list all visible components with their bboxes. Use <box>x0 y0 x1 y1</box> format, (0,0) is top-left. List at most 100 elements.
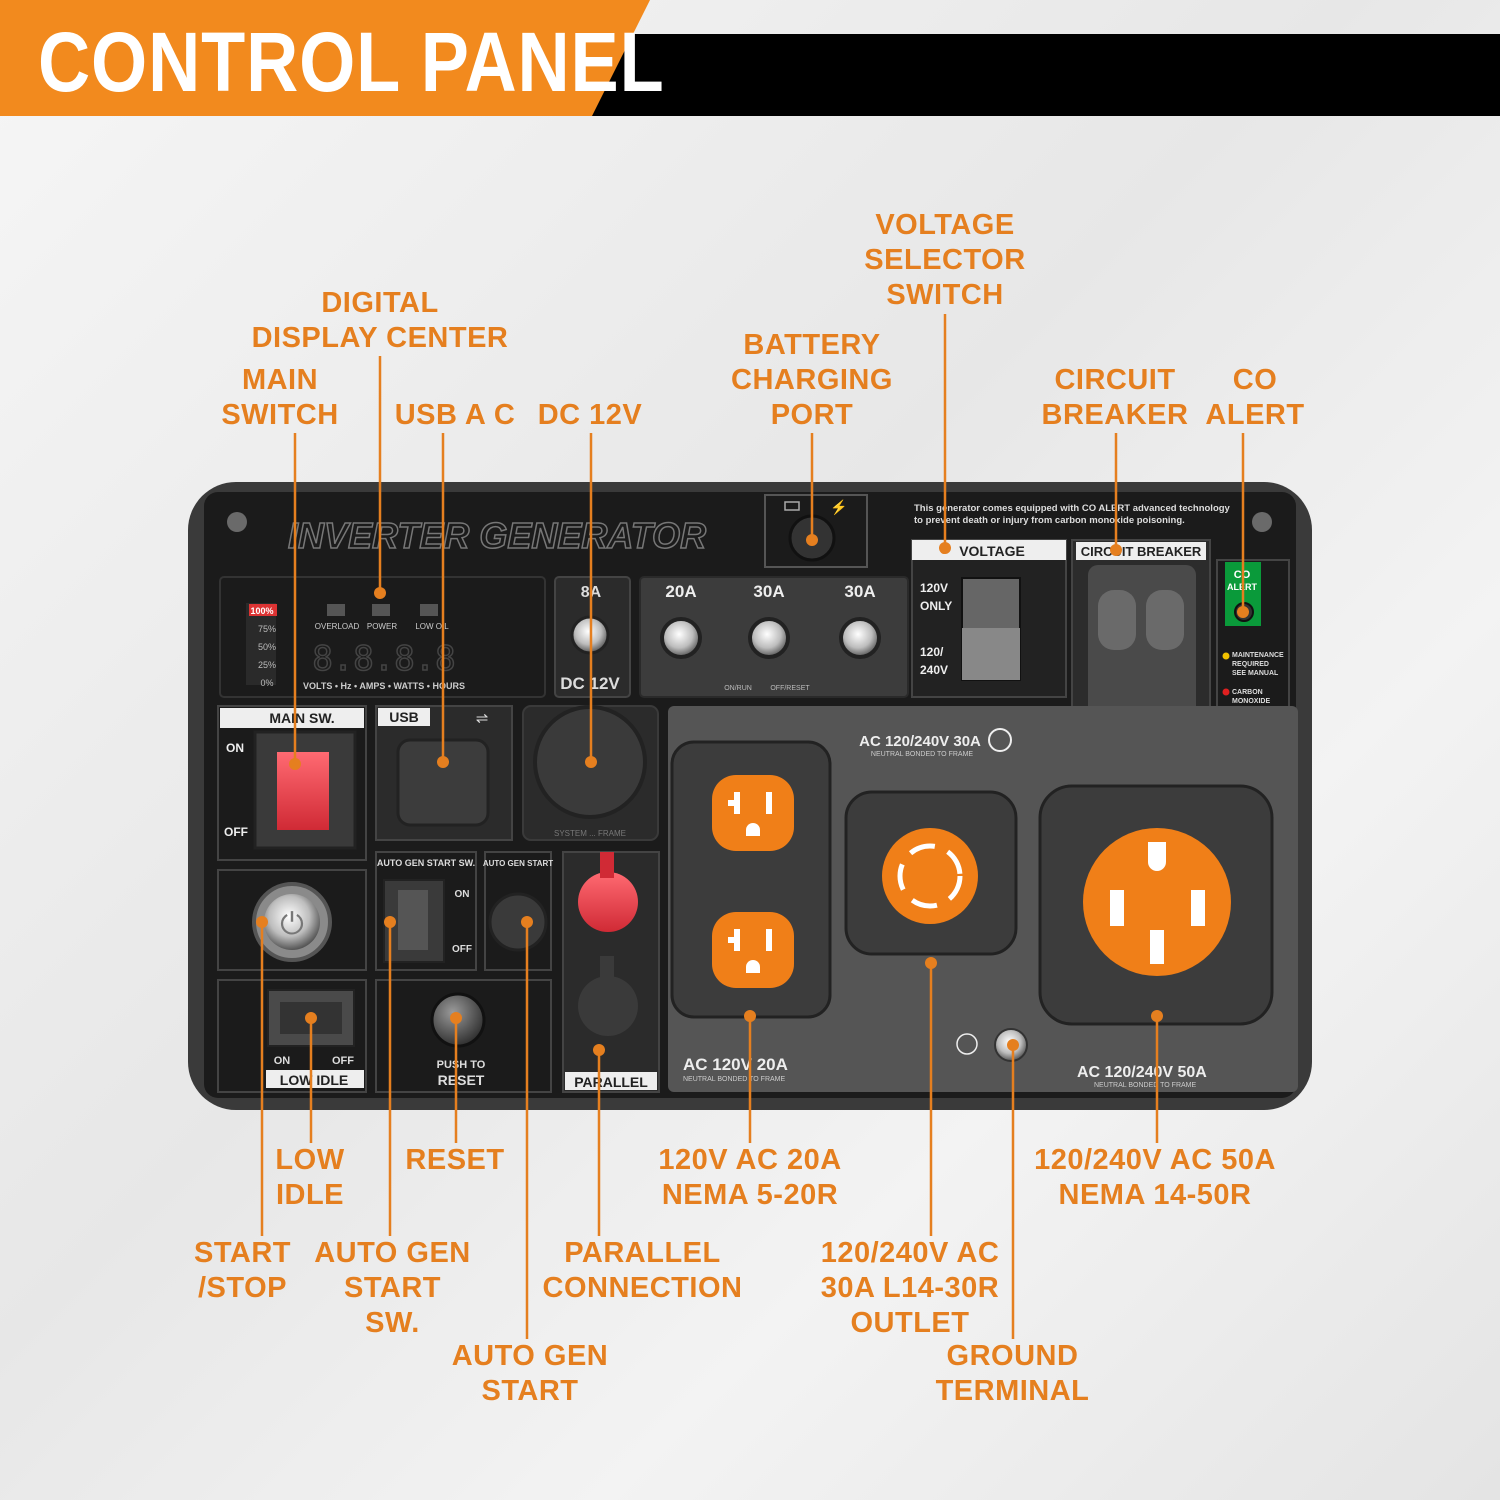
svg-text:AC 120V 20A: AC 120V 20A <box>683 1055 788 1074</box>
svg-text:20A: 20A <box>665 582 696 601</box>
svg-text:50%: 50% <box>258 642 276 652</box>
svg-text:+: + <box>1108 709 1117 726</box>
svg-text:SYSTEM ... FRAME: SYSTEM ... FRAME <box>554 829 626 838</box>
svg-text:⚡: ⚡ <box>830 499 847 516</box>
svg-text:240V: 240V <box>920 663 948 677</box>
low-idle-box <box>217 979 367 1093</box>
svg-text:NEUTRAL BONDED TO FRAME: NEUTRAL BONDED TO FRAME <box>871 751 973 758</box>
svg-text:AC 120/240V 50A: AC 120/240V 50A <box>1077 1064 1207 1081</box>
svg-text:+: + <box>1170 709 1179 726</box>
header-banner-black <box>560 34 1500 116</box>
svg-text:This generator comes equipped: This generator comes equipped with CO AL… <box>914 503 1231 514</box>
svg-text:REQUIRED: REQUIRED <box>1232 661 1269 668</box>
svg-text:MONOXIDE: MONOXIDE <box>1232 698 1270 705</box>
panel-frame <box>188 482 1312 1110</box>
svg-text:ON: ON <box>274 1055 291 1067</box>
svg-text:0%: 0% <box>260 678 273 688</box>
svg-text:120/: 120/ <box>920 645 944 659</box>
main-switch-rocker <box>277 752 329 830</box>
page-title: CONTROL PANEL <box>38 15 665 109</box>
low-idle-switch <box>280 1002 342 1034</box>
svg-text:OFF/RESET: OFF/RESET <box>770 685 810 692</box>
digital-display <box>219 576 546 698</box>
svg-text:LOW OIL: LOW OIL <box>415 622 449 631</box>
label-start-stop: START/STOP <box>193 1237 291 1304</box>
svg-text:120V: 120V <box>920 581 948 595</box>
svg-text:8A: 8A <box>581 584 602 601</box>
outlet-area <box>668 706 1298 1092</box>
svg-text:OFF: OFF <box>224 825 248 839</box>
battery-charging-port <box>788 514 836 562</box>
svg-text:OFF: OFF <box>452 944 472 955</box>
svg-text:ALERT: ALERT <box>1227 582 1257 592</box>
co-alert-light <box>1234 602 1254 622</box>
svg-text:75%: 75% <box>258 624 276 634</box>
label-dc-12v: DC 12V <box>537 399 643 431</box>
svg-text:100%: 100% <box>250 606 273 616</box>
dc-breaker-button <box>570 615 610 655</box>
svg-text:POWER: POWER <box>367 622 397 631</box>
auto-gen-start-port <box>488 892 548 952</box>
svg-text:VOLTS • Hz • AMPS • WATTS • HO: VOLTS • Hz • AMPS • WATTS • HOURS <box>303 681 465 691</box>
svg-text:NEUTRAL BONDED TO FRAME: NEUTRAL BONDED TO FRAME <box>683 1076 785 1083</box>
svg-text:OVERLOAD: OVERLOAD <box>315 622 360 631</box>
reset-button <box>430 992 486 1048</box>
svg-text:CO: CO <box>1234 569 1251 581</box>
svg-text:30A: 30A <box>753 582 784 601</box>
outlet-50a <box>1038 784 1274 1026</box>
svg-text:RESET: RESET <box>438 1072 485 1088</box>
svg-text:MAIN SW.: MAIN SW. <box>269 710 334 726</box>
svg-text:LOW IDLE: LOW IDLE <box>280 1072 348 1088</box>
auto-gen-start-switch <box>398 890 428 950</box>
svg-text:CARBON: CARBON <box>1232 689 1263 696</box>
outlet-30a <box>844 790 1018 956</box>
svg-text:⇌: ⇌ <box>476 710 489 727</box>
svg-text:PARALLEL: PARALLEL <box>574 1074 648 1090</box>
dc-12v-socket <box>533 705 647 819</box>
svg-text:⏻: ⏻ <box>280 908 304 941</box>
usb-box <box>375 705 513 841</box>
svg-text:VOLTAGE: VOLTAGE <box>959 543 1025 559</box>
main-switch-box <box>217 705 367 861</box>
svg-text:SEE MANUAL: SEE MANUAL <box>1232 670 1279 677</box>
ground-terminal <box>994 1028 1028 1062</box>
svg-text:USB: USB <box>389 709 419 725</box>
svg-text:OFF: OFF <box>332 1055 354 1067</box>
svg-text:MAINTENANCE: MAINTENANCE <box>1232 652 1284 659</box>
svg-text:8.8.8.8: 8.8.8.8 <box>312 639 455 679</box>
svg-text:ON: ON <box>226 741 244 755</box>
svg-text:CIRCUIT BREAKER: CIRCUIT BREAKER <box>1081 544 1202 559</box>
svg-text:AUTO GEN START: AUTO GEN START <box>483 859 553 868</box>
label-reset: RESET <box>405 1144 505 1176</box>
circuit-breaker <box>1071 539 1211 736</box>
svg-text:to prevent death or injury fro: to prevent death or injury from carbon m… <box>914 515 1185 526</box>
svg-text:25%: 25% <box>258 660 276 670</box>
parallel-connection <box>562 851 660 1093</box>
usb-port-cover <box>396 738 490 827</box>
svg-text:30A: 30A <box>844 582 875 601</box>
co-alert-panel <box>1216 559 1290 731</box>
start-stop-button <box>264 894 320 950</box>
header-banner-orange <box>0 0 650 116</box>
svg-text:PUSH TO: PUSH TO <box>437 1059 486 1071</box>
svg-text:DC 12V: DC 12V <box>560 674 620 693</box>
svg-text:ON/RUN: ON/RUN <box>724 685 752 692</box>
svg-text:ONLY: ONLY <box>920 599 952 613</box>
svg-text:ON: ON <box>455 889 470 900</box>
label-usb-ac: USB A C <box>394 399 516 431</box>
outlet-20a <box>670 740 832 1019</box>
